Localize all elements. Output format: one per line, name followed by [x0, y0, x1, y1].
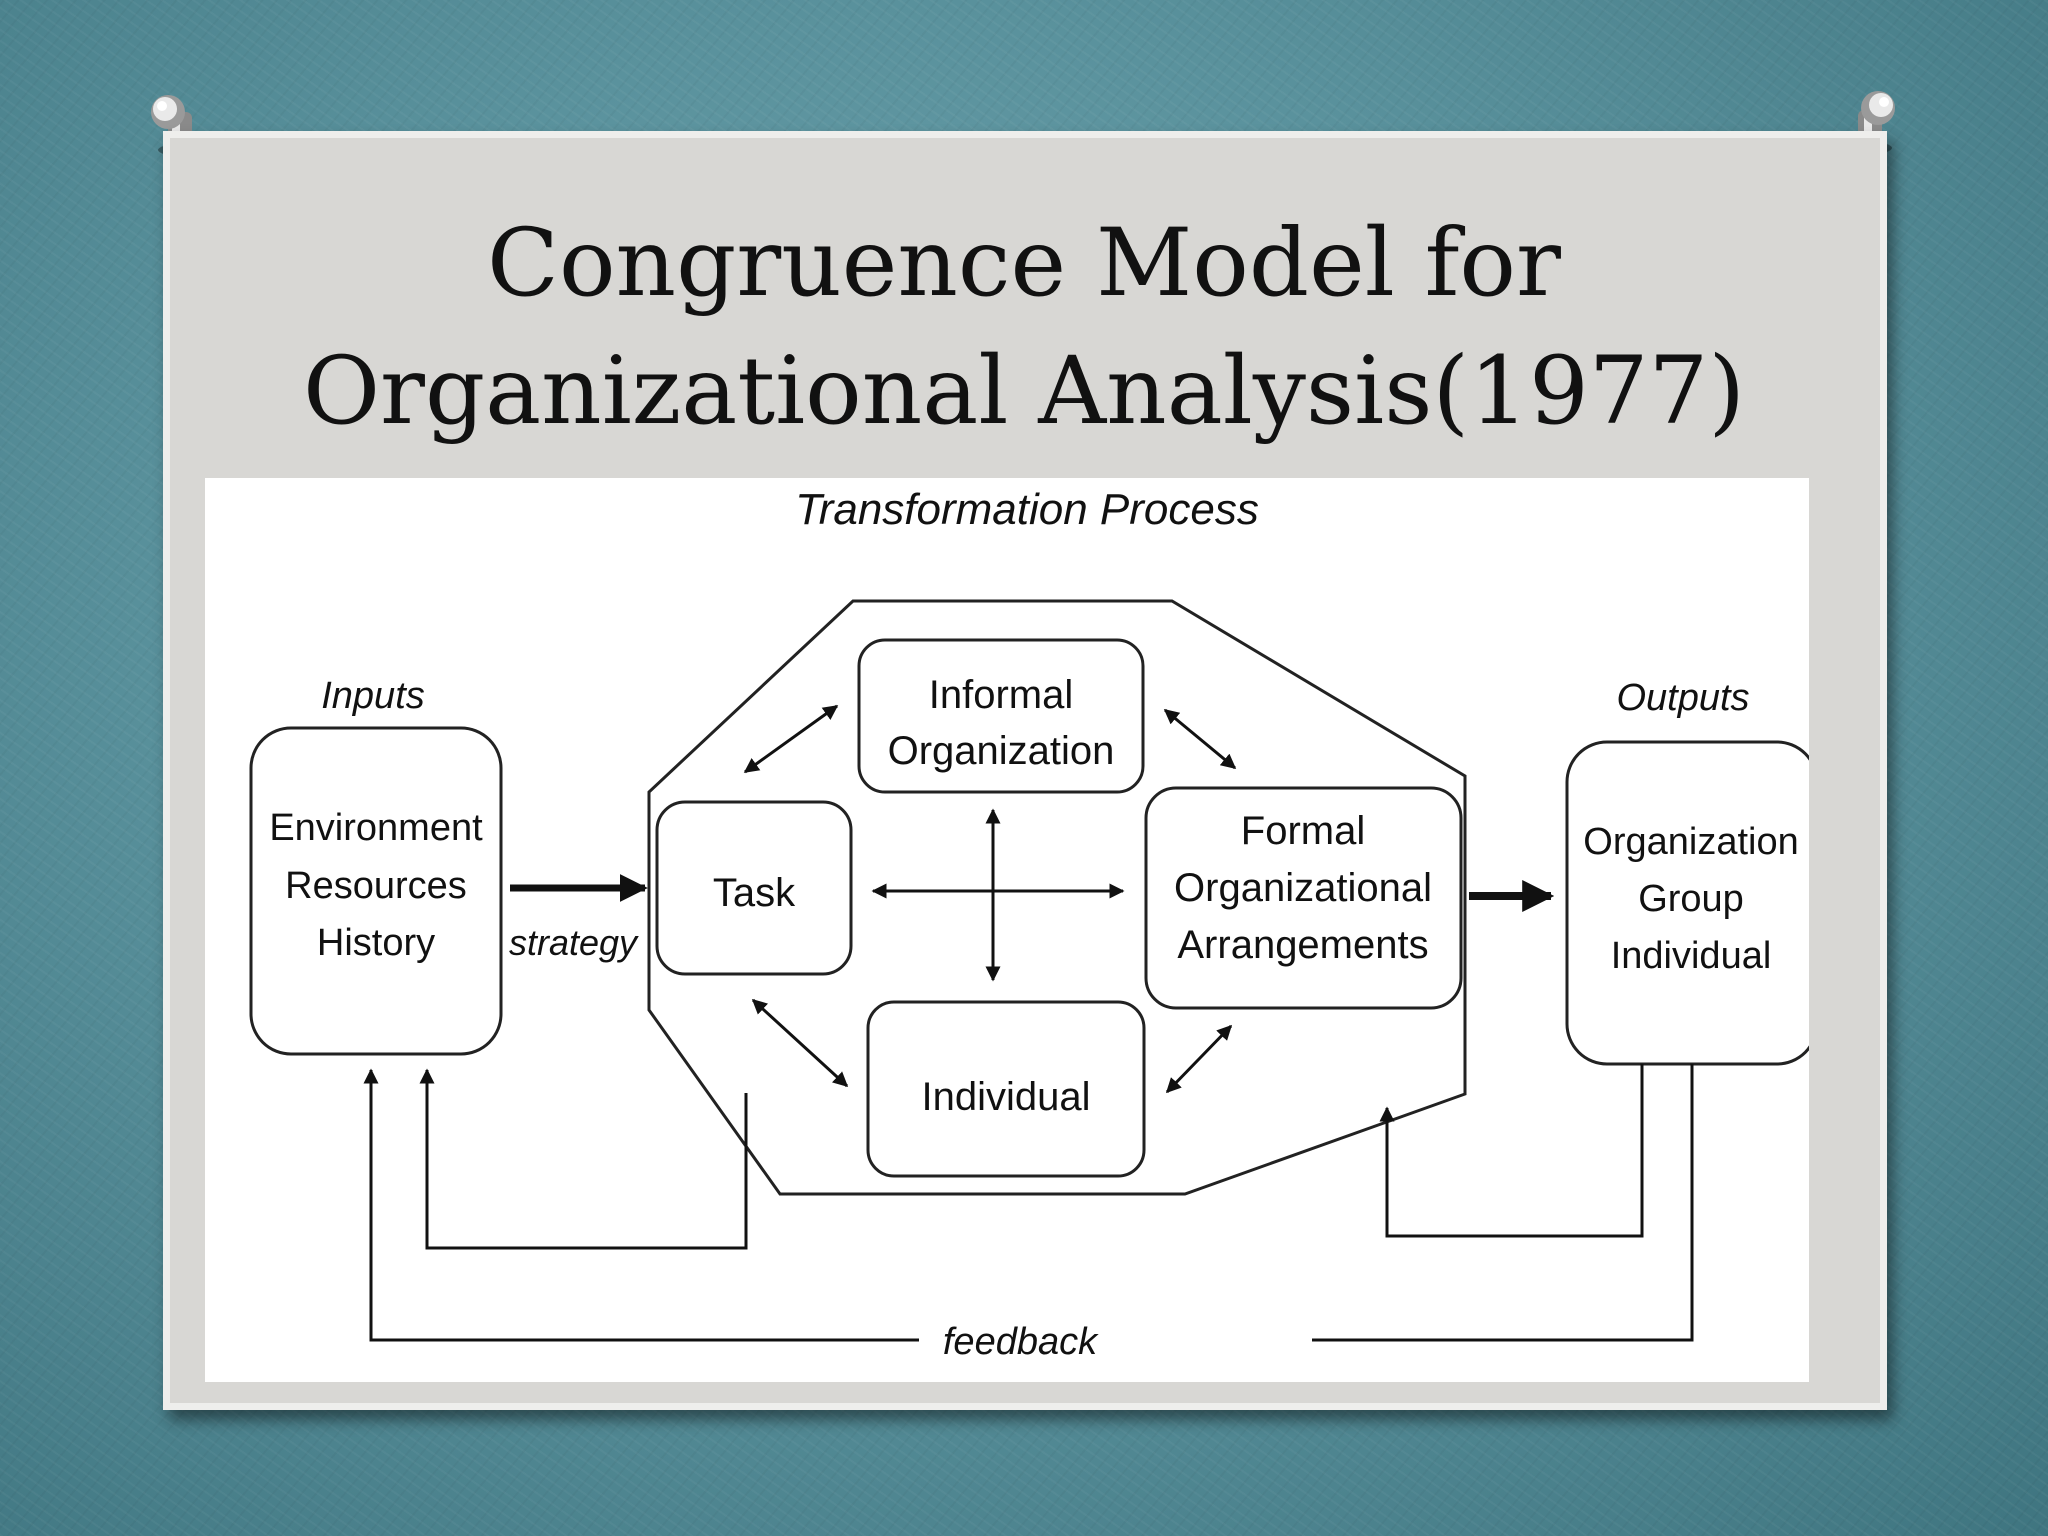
individual-formal-arrow	[1165, 1024, 1233, 1094]
outer-feedback-line-right	[1312, 1064, 1694, 1342]
informal-label-line: Informal	[929, 673, 1074, 717]
informal-label-line: Organization	[888, 729, 1115, 773]
output-item: Organization	[1583, 821, 1798, 863]
title-line-2: Organizational Analysis(1977)	[302, 337, 1746, 446]
outputs-label: Outputs	[1616, 677, 1749, 719]
title-line-1: Congruence Model for	[487, 209, 1561, 318]
transformation-octagon	[647, 599, 1467, 1196]
task-individual-arrow	[751, 998, 849, 1088]
output-item: Group	[1638, 878, 1744, 920]
diagram-panel: Transformation Process Inputs Environmen…	[205, 478, 1819, 1382]
task-informal-arrow	[743, 704, 839, 774]
output-item: Individual	[1611, 935, 1772, 977]
input-item: History	[317, 922, 435, 964]
strategy-label: strategy	[509, 922, 639, 963]
inputs-box	[249, 726, 503, 1056]
task-to-inputs-feedback-line	[419, 1068, 748, 1250]
individual-box	[866, 1000, 1146, 1178]
formal-label-line: Organizational	[1174, 866, 1432, 910]
input-item: Environment	[269, 807, 483, 849]
formal-arrangements-box	[1144, 786, 1463, 1010]
outer-feedback-line-left	[363, 1068, 919, 1342]
formal-label-line: Formal	[1241, 809, 1365, 853]
input-item: Resources	[285, 865, 467, 907]
inputs-label: Inputs	[321, 675, 425, 717]
individual-label: Individual	[921, 1075, 1090, 1119]
task-box	[655, 800, 853, 976]
task-label: Task	[713, 871, 796, 915]
slide-title: Congruence Model for Organizational Anal…	[0, 200, 2048, 456]
outputs-to-organization-feedback-line	[1379, 1064, 1644, 1238]
transformation-process-heading: Transformation Process	[795, 485, 1259, 534]
formal-label-line: Arrangements	[1177, 923, 1428, 967]
informal-organization-box	[857, 638, 1145, 794]
informal-formal-arrow	[1163, 708, 1237, 770]
feedback-label: feedback	[943, 1321, 1099, 1363]
congruence-diagram: Transformation Process Inputs Environmen…	[249, 485, 1819, 1363]
